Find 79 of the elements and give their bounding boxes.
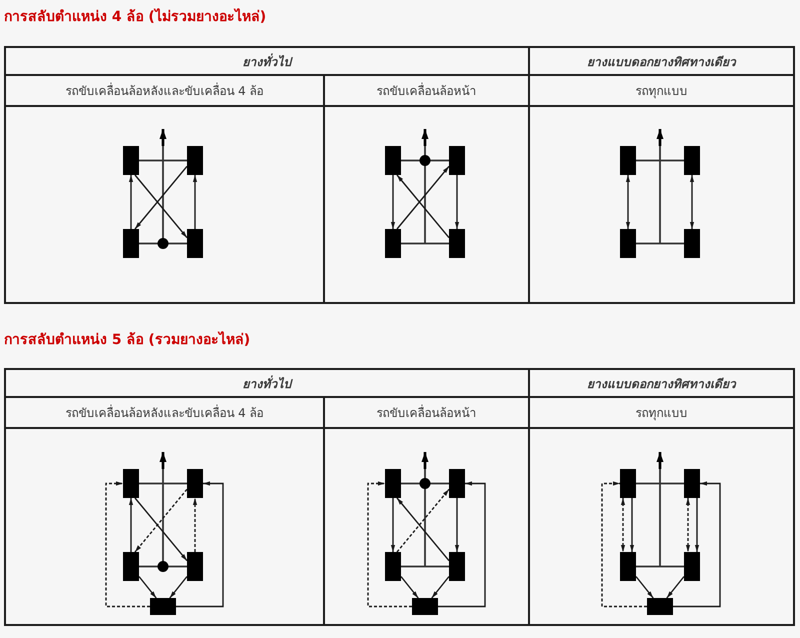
axle-line xyxy=(636,242,684,244)
arrow xyxy=(176,481,224,608)
dashed-arrow xyxy=(686,498,690,552)
arrow xyxy=(128,175,134,229)
arrow xyxy=(626,175,630,229)
axle-line xyxy=(401,242,449,244)
arrow xyxy=(454,175,460,229)
arrow xyxy=(400,576,419,598)
tire xyxy=(123,146,139,175)
tire xyxy=(449,146,465,175)
dashed-arrow xyxy=(105,481,150,608)
axle-line xyxy=(401,482,449,484)
tire xyxy=(449,229,465,258)
arrow xyxy=(134,498,188,562)
arrow xyxy=(396,498,450,562)
arrow xyxy=(390,498,396,552)
dashed-arrow xyxy=(396,488,450,552)
tire xyxy=(647,598,673,615)
axle-line xyxy=(636,482,684,484)
arrow xyxy=(431,576,450,598)
tire xyxy=(412,598,438,615)
axle-line xyxy=(139,482,187,484)
dashed-arrow xyxy=(601,481,647,608)
header-cell: ยางทั่วไป xyxy=(4,368,530,398)
arrow xyxy=(694,498,700,552)
tire xyxy=(620,552,636,581)
tire xyxy=(187,146,203,175)
header-cell: ยางทั่วไป xyxy=(4,46,530,76)
arrow xyxy=(128,498,134,552)
tire xyxy=(385,146,401,175)
axle-line xyxy=(401,566,449,568)
dashed-arrow xyxy=(134,488,188,552)
tire xyxy=(123,552,139,581)
tire xyxy=(684,552,700,581)
arrow xyxy=(138,576,157,598)
tire xyxy=(620,229,636,258)
axle-line xyxy=(139,242,187,244)
arrow xyxy=(635,576,654,598)
tire xyxy=(449,552,465,581)
tire xyxy=(187,469,203,498)
dashed-arrow xyxy=(620,498,626,552)
arrow xyxy=(169,576,188,598)
arrow xyxy=(390,175,396,229)
axle-line xyxy=(401,160,449,162)
arrow xyxy=(690,175,694,229)
arrow xyxy=(134,174,188,238)
header-cell: ยางแบบดอกยางทิศทางเดียว xyxy=(528,368,795,398)
tire xyxy=(123,469,139,498)
section-heading: การสลับตำแหน่ง 4 ล้อ (ไม่รวมยางอะไหล่) xyxy=(4,8,266,26)
tire xyxy=(620,146,636,175)
tire xyxy=(123,229,139,258)
arrow xyxy=(134,166,188,230)
tire xyxy=(684,229,700,258)
tire xyxy=(684,469,700,498)
arrow xyxy=(438,481,486,608)
arrow xyxy=(396,166,450,230)
axle-line xyxy=(636,566,684,568)
tire xyxy=(385,552,401,581)
arrow xyxy=(192,175,198,229)
axle-line xyxy=(636,160,684,162)
tire xyxy=(620,469,636,498)
arrow xyxy=(454,498,460,552)
arrow xyxy=(673,481,721,608)
tire xyxy=(187,552,203,581)
tire xyxy=(684,146,700,175)
tire xyxy=(150,598,176,615)
axle-line xyxy=(139,160,187,162)
section-heading: การสลับตำแหน่ง 5 ล้อ (รวมยางอะไหล่) xyxy=(4,331,250,349)
tire xyxy=(385,229,401,258)
arrow xyxy=(630,498,634,552)
dashed-arrow xyxy=(192,498,198,552)
arrow xyxy=(396,174,450,238)
tire xyxy=(449,469,465,498)
arrow xyxy=(666,576,685,598)
tire xyxy=(187,229,203,258)
axle-line xyxy=(139,566,187,568)
header-cell: ยางแบบดอกยางทิศทางเดียว xyxy=(528,46,795,76)
tire xyxy=(385,469,401,498)
dashed-arrow xyxy=(367,481,412,608)
